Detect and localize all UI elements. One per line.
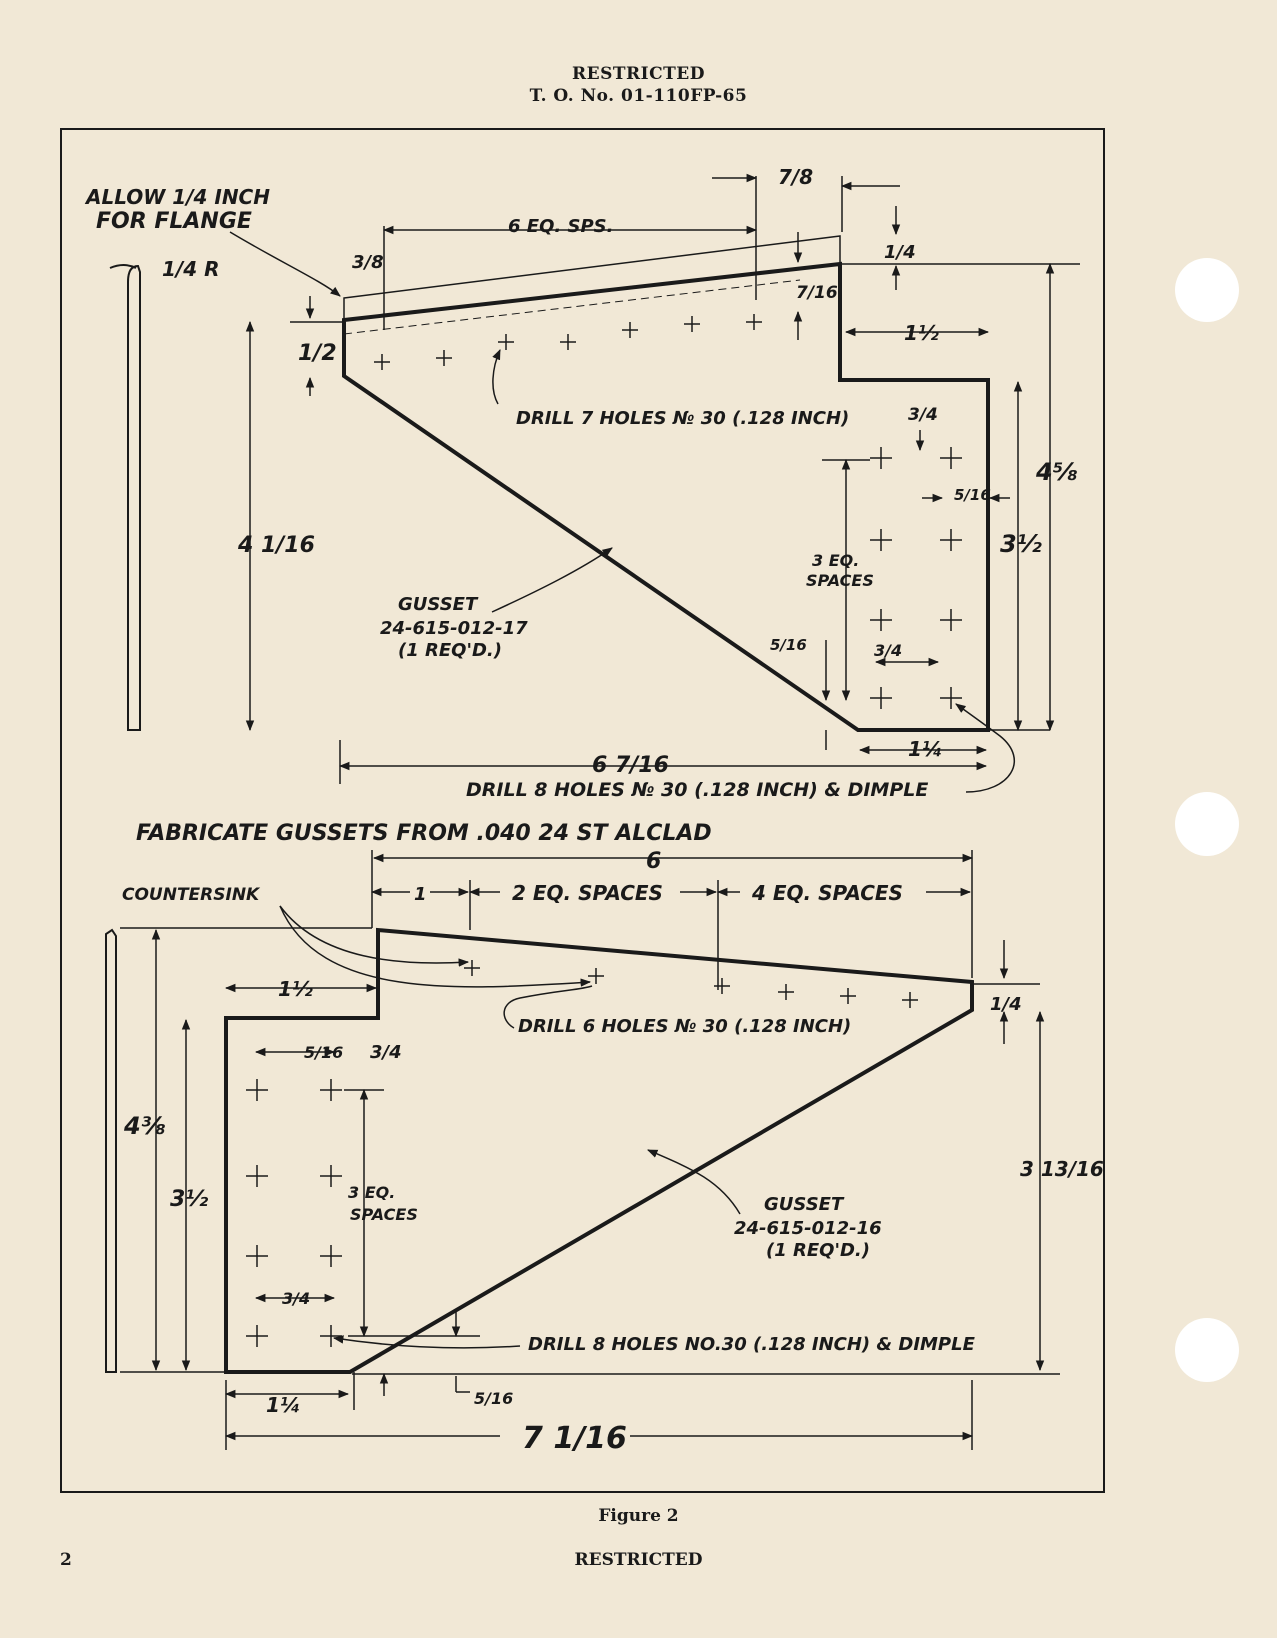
upper-gusset [109,173,1080,793]
dim-6-eq-sps: 6 EQ. SPS. [508,216,613,237]
upper-grid-holes [870,447,962,709]
lower-part-qty: (1 REQ'D.) [766,1240,870,1261]
dim-4-eq-spaces: 4 EQ. SPACES [751,881,903,905]
dim-3-4-lower: 3/4 [370,1042,402,1063]
lower-side-profile [105,928,117,1373]
punch-hole [1175,258,1239,322]
material-note: FABRICATE GUSSETS FROM .040 24 ST ALCLAD [136,821,712,846]
punch-hole [1175,792,1239,856]
document-number: T. O. No. 01-110FP-65 [529,86,748,106]
dim-6: 6 [646,849,661,874]
dim-3-4-grid: 3/4 [874,641,902,660]
dim-4-3-8: 4⅜ [123,1112,166,1140]
dim-1-2: 1/2 [298,341,337,366]
radius-label: 1/4 R [162,257,220,281]
lower-grid-holes [246,1079,342,1347]
dim-3-1-2-upper: 3½ [1000,530,1042,558]
figure-caption: Figure 2 [598,1506,679,1526]
dim-6-7-16: 6 7/16 [592,753,669,778]
lower-part-number: 24-615-012-16 [734,1218,882,1239]
figure-frame [60,128,1105,1493]
header-classification: RESTRICTED [572,64,705,84]
drill-6-holes-note: DRILL 6 HOLES № 30 (.128 INCH) [518,1016,851,1037]
dim-7-1-16: 7 1/16 [522,1421,627,1456]
upper-side-profile [127,264,141,731]
lower-gusset [105,850,1060,1450]
dim-5-16-lower: 5/16 [304,1043,343,1062]
punch-hole [1175,1318,1239,1382]
dim-4-5-8: 4⅝ [1035,458,1078,486]
upper-part-number: 24-615-012-17 [380,618,528,639]
footer-classification: RESTRICTED [574,1550,703,1570]
dim-1-1-4-upper: 1¼ [908,737,943,761]
lower-top-holes [464,960,918,1008]
page-number: 2 [60,1550,72,1570]
dim-5-16-upper: 5/16 [954,486,991,504]
upper-part-title: GUSSET [398,594,479,615]
dim-1-1-2-upper: 1½ [904,321,939,345]
flange-note-line2: FOR FLANGE [96,209,252,234]
dim-7-16: 7/16 [796,283,838,303]
dim-3-13-16: 3 13/16 [1020,1157,1104,1181]
drill-8-holes-dimple-lower: DRILL 8 HOLES NO.30 (.128 INCH) & DIMPLE [528,1334,976,1355]
dim-3-eq-lower: 3 EQ. [348,1183,395,1202]
dim-3-eq-upper: 3 EQ. [812,551,859,570]
dim-1-4-lower: 1/4 [990,994,1022,1015]
countersink-note: COUNTERSINK [122,885,261,905]
dim-5-16-bottom: 5/16 [474,1389,513,1408]
lower-part-title: GUSSET [764,1194,845,1215]
dim-3-4-lower-grid: 3/4 [282,1289,310,1308]
flange-note-line1: ALLOW 1/4 INCH [84,185,270,209]
dim-3-8: 3/8 [352,252,384,273]
dim-1-1-2-lower: 1½ [278,977,313,1001]
drill-7-holes-note: DRILL 7 HOLES № 30 (.128 INCH) [516,408,849,429]
dim-4-1-16: 4 1/16 [237,533,315,558]
upper-top-holes [374,314,762,370]
lower-gusset-outline [224,927,974,1374]
drill-8-holes-dimple-upper: DRILL 8 HOLES № 30 (.128 INCH) & DIMPLE [466,779,928,801]
upper-gusset-outline [342,261,990,732]
dim-1-4-upper: 1/4 [884,242,916,263]
upper-flange [343,235,841,321]
dim-1: 1 [414,884,427,905]
dim-7-8: 7/8 [778,165,813,189]
dim-3-4-upper: 3/4 [908,405,938,425]
dim-1-1-4-lower: 1¼ [266,1393,301,1417]
dim-spaces-lower: SPACES [350,1205,418,1224]
dim-spaces-upper: SPACES [806,571,874,590]
dim-2-eq-spaces: 2 EQ. SPACES [512,881,663,905]
dim-5-16-lower-corner: 5/16 [770,636,807,654]
dim-3-1-2-lower: 3½ [170,1187,208,1212]
upper-part-qty: (1 REQ'D.) [398,640,502,661]
